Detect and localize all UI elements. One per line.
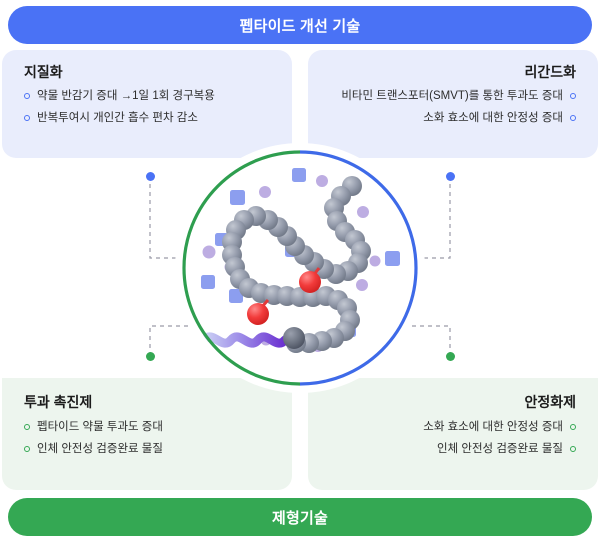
top-banner: 펩타이드 개선 기술	[8, 6, 592, 44]
list-item-label: 소화 효소에 대한 안정성 증대	[423, 420, 563, 433]
bullet-ring-icon	[570, 423, 576, 430]
panel-stabilizer-title: 안정화제	[524, 394, 576, 410]
connector-top-left	[149, 176, 250, 259]
list-item: 소화 효소에 대한 안정성 증대	[326, 111, 576, 125]
panel-ligandization: 리간드화 비타민 트랜스포터(SMVT)를 통한 투과도 증대 소화 효소에 대…	[308, 50, 598, 158]
bullet-ring-icon	[570, 115, 576, 122]
list-item: 펩타이드 약물 투과도 증대	[24, 420, 274, 434]
panel-ligandization-title: 리간드화	[524, 64, 576, 80]
bullet-ring-icon	[24, 92, 30, 99]
bullet-ring-icon	[570, 446, 576, 453]
top-banner-label: 펩타이드 개선 기술	[239, 17, 361, 35]
connector-bottom-left	[149, 325, 270, 356]
bullet-ring-icon	[570, 92, 576, 99]
bottom-banner-label: 제형기술	[271, 509, 328, 527]
list-item-label: 소화 효소에 대한 안정성 증대	[423, 112, 563, 125]
list-item: 인체 안전성 검증완료 물질	[326, 442, 576, 456]
panel-permeation-enhancer-title: 투과 촉진제	[24, 394, 93, 410]
panel-lipidation-title: 지질화	[24, 64, 63, 80]
circle-face	[182, 150, 418, 386]
list-item: 인체 안전성 검증완료 물질	[24, 442, 274, 456]
list-item: 반복투여시 개인간 흡수 편차 감소	[24, 111, 274, 125]
list-item-label: 인체 안전성 검증완료 물질	[437, 443, 563, 456]
list-item-label: 반복투여시 개인간 흡수 편차 감소	[37, 112, 198, 125]
connector-dot-bottom-right	[446, 352, 455, 361]
bullet-ring-icon	[24, 446, 30, 453]
connector-dot-top-right	[446, 172, 455, 181]
molecule-illustration	[182, 150, 418, 386]
panel-lipidation-list: 약물 반감기 증대 →1일 1회 경구복용 반복투여시 개인간 흡수 편차 감소	[24, 89, 274, 126]
list-item-label: 비타민 트랜스포터(SMVT)를 통한 투과도 증대	[341, 89, 563, 102]
list-item-label: 인체 안전성 검증완료 물질	[37, 443, 163, 456]
panel-stabilizer: 안정화제 소화 효소에 대한 안정성 증대 인체 안전성 검증완료 물질	[308, 378, 598, 490]
panel-lipidation: 지질화 약물 반감기 증대 →1일 1회 경구복용 반복투여시 개인간 흡수 편…	[2, 50, 292, 158]
panel-stabilizer-list: 소화 효소에 대한 안정성 증대 인체 안전성 검증완료 물질	[326, 420, 576, 457]
list-item-label: 약물 반감기 증대 →1일 1회 경구복용	[37, 89, 215, 102]
peptide-molecule-circle	[175, 143, 425, 393]
connector-dot-bottom-left	[146, 352, 155, 361]
panel-permeation-enhancer-list: 펩타이드 약물 투과도 증대 인체 안전성 검증완료 물질	[24, 420, 274, 457]
list-item: 약물 반감기 증대 →1일 1회 경구복용	[24, 89, 274, 103]
bottom-banner: 제형기술	[8, 498, 592, 536]
panel-permeation-enhancer: 투과 촉진제 펩타이드 약물 투과도 증대 인체 안전성 검증완료 물질	[2, 378, 292, 490]
connector-dot-top-left	[146, 172, 155, 181]
lipid-tail	[199, 332, 290, 348]
bullet-ring-icon	[24, 423, 30, 430]
panel-ligandization-list: 비타민 트랜스포터(SMVT)를 통한 투과도 증대 소화 효소에 대한 안정성…	[326, 89, 576, 126]
list-item-label: 펩타이드 약물 투과도 증대	[37, 420, 163, 433]
list-item: 비타민 트랜스포터(SMVT)를 통한 투과도 증대	[326, 89, 576, 103]
bullet-ring-icon	[24, 115, 30, 122]
list-item: 소화 효소에 대한 안정성 증대	[326, 420, 576, 434]
